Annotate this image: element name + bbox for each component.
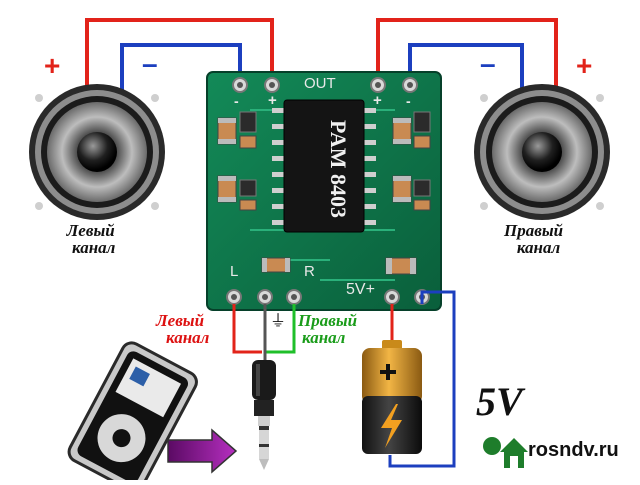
mp3-player: [67, 341, 198, 485]
pad-r-label: R: [304, 263, 315, 280]
right-channel-label-bottom: Правый канал: [298, 312, 357, 346]
house-logo-icon: [483, 437, 528, 468]
smd-components: [217, 111, 431, 275]
right-speaker-wires: [376, 18, 558, 100]
left-channel-word1: Левый: [66, 221, 115, 240]
watermark-site: rosndv.ru: [528, 439, 619, 461]
left-channel-bottom-word2: канал: [166, 328, 210, 347]
left-channel-label-bottom: Левый канал: [156, 312, 209, 346]
left-speaker-wires: [85, 18, 274, 100]
pad-l-label: L: [230, 263, 239, 280]
plus-sign-left: +: [44, 50, 61, 81]
right-channel-bottom-word1: Правый: [298, 311, 358, 330]
right-channel-word2: канал: [516, 238, 561, 257]
left-channel-word2: канал: [72, 238, 116, 257]
right-channel-word1: Правый: [504, 221, 564, 240]
pam8403-chip: [283, 99, 365, 233]
plus-sign-right: +: [576, 50, 593, 81]
minus-sign-right: –: [480, 48, 496, 79]
pad-plus-left: +: [268, 92, 277, 109]
left-channel-label-top: Левый канал: [66, 221, 116, 257]
power-wires: [388, 290, 456, 468]
chip-pins: [272, 108, 376, 225]
pad-5v-label: 5V+: [346, 281, 375, 298]
right-channel-bottom-word2: канал: [302, 328, 346, 347]
audio-jack-plug: [252, 360, 276, 470]
amplifier-board: [206, 71, 442, 311]
audio-input-wires: [232, 304, 296, 362]
voltage-label: 5V: [476, 379, 523, 424]
right-speaker: [474, 84, 610, 220]
battery: [362, 340, 422, 454]
ground-symbol: ⏚: [270, 313, 287, 330]
right-channel-label-top: Правый канал: [504, 222, 563, 256]
pad-minus-right: -: [406, 93, 411, 109]
left-channel-bottom-word1: Левый: [156, 311, 205, 330]
output-pads: [232, 77, 418, 93]
pad-minus-left: -: [234, 93, 239, 109]
minus-sign-left: –: [142, 48, 158, 79]
chip-marking: PAM 8403: [326, 120, 351, 218]
out-label: OUT: [304, 75, 336, 92]
left-speaker: [29, 84, 165, 220]
arrow-icon: [167, 428, 238, 474]
pad-plus-right: +: [373, 92, 382, 109]
